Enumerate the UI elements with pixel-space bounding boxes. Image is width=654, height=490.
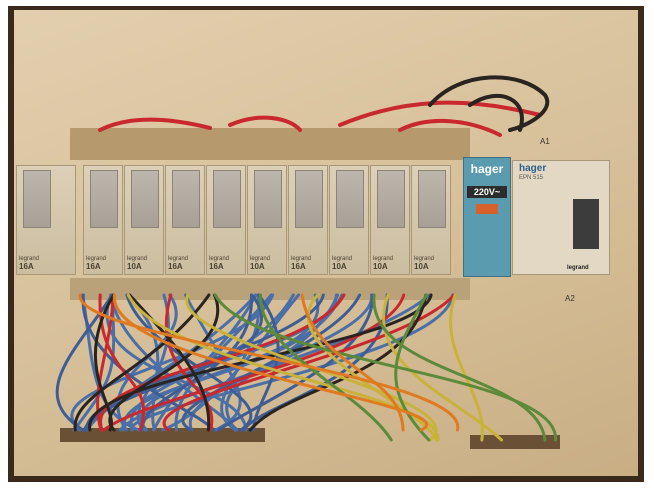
wire [258, 293, 393, 442]
contactor-switch-window [573, 199, 599, 249]
breaker-lever[interactable] [23, 170, 51, 228]
wire [118, 293, 432, 432]
neutral-terminal-strip-right [470, 435, 560, 449]
top-busbar [70, 128, 470, 160]
wire [55, 293, 114, 432]
breaker-lever[interactable] [295, 170, 323, 228]
breaker-rating: 16A [291, 262, 306, 271]
red-wire [398, 119, 502, 137]
relay-push-button[interactable] [476, 204, 498, 214]
breaker-rating: 10A [332, 262, 347, 271]
wire [372, 293, 547, 442]
relay-voltage: 220V~ [467, 186, 507, 198]
breaker-rating: 16A [168, 262, 183, 271]
breaker-rating: 10A [127, 262, 142, 271]
breaker-lever[interactable] [377, 170, 405, 228]
neutral-terminal-strip-left [60, 428, 265, 442]
wire [449, 293, 484, 442]
breaker-brand: legrand [373, 256, 394, 262]
red-wire [228, 115, 302, 132]
wire [73, 293, 211, 432]
wire [81, 293, 216, 432]
breaker-lever[interactable] [336, 170, 364, 228]
wire [181, 293, 362, 432]
breaker-brand: legrand [250, 256, 271, 262]
breaker-lever[interactable] [254, 170, 282, 228]
wire [82, 293, 263, 432]
wire [99, 293, 346, 432]
breaker-brand: legrand [86, 256, 107, 262]
breaker-rating: 10A [250, 262, 265, 271]
wire [102, 293, 406, 432]
breaker-brand: legrand [332, 256, 353, 262]
breaker-brand: legrand [127, 256, 148, 262]
relay-brand: hager [470, 162, 504, 176]
breaker-brand: legrand [414, 256, 435, 262]
breaker-lever[interactable] [213, 170, 241, 228]
breaker-lever[interactable] [90, 170, 118, 228]
breaker-brand: legrand [168, 256, 189, 262]
wire [96, 293, 115, 432]
breaker-lever[interactable] [131, 170, 159, 228]
wire [78, 293, 459, 432]
breaker-rating: 16A [86, 262, 101, 271]
wire [213, 293, 557, 442]
breaker-rating: 16A [19, 262, 34, 271]
breaker-rating: 16A [209, 262, 224, 271]
black-wire [468, 94, 524, 132]
wire [300, 293, 405, 432]
wire [248, 293, 428, 432]
wire [125, 293, 253, 432]
red-wire [98, 117, 212, 132]
breaker-lever[interactable] [172, 170, 200, 228]
black-wire [428, 75, 550, 132]
wire [128, 293, 211, 432]
breaker-brand: legrand [19, 256, 40, 262]
contactor-maker-label: legrand [567, 265, 589, 271]
wire [70, 293, 275, 432]
contactor-brand: hager [519, 163, 547, 174]
contactor-model: EPN 515 [519, 175, 544, 181]
breaker-brand: legrand [291, 256, 312, 262]
wire [88, 293, 433, 432]
wire [217, 293, 375, 432]
wire [112, 293, 428, 432]
wire [94, 293, 116, 432]
terminal-label-top: A1 [540, 137, 550, 146]
breaker-brand: legrand [209, 256, 230, 262]
wire [162, 293, 456, 432]
breaker-rating: 10A [373, 262, 388, 271]
hager-impulse-relay[interactable]: hager 220V~ [463, 157, 511, 277]
hager-contactor[interactable]: hager EPN 515 legrand [512, 160, 610, 275]
breaker-lever[interactable] [418, 170, 446, 228]
breaker-rating: 10A [414, 262, 429, 271]
wire [220, 293, 261, 432]
terminal-label-bottom: A2 [565, 294, 575, 303]
